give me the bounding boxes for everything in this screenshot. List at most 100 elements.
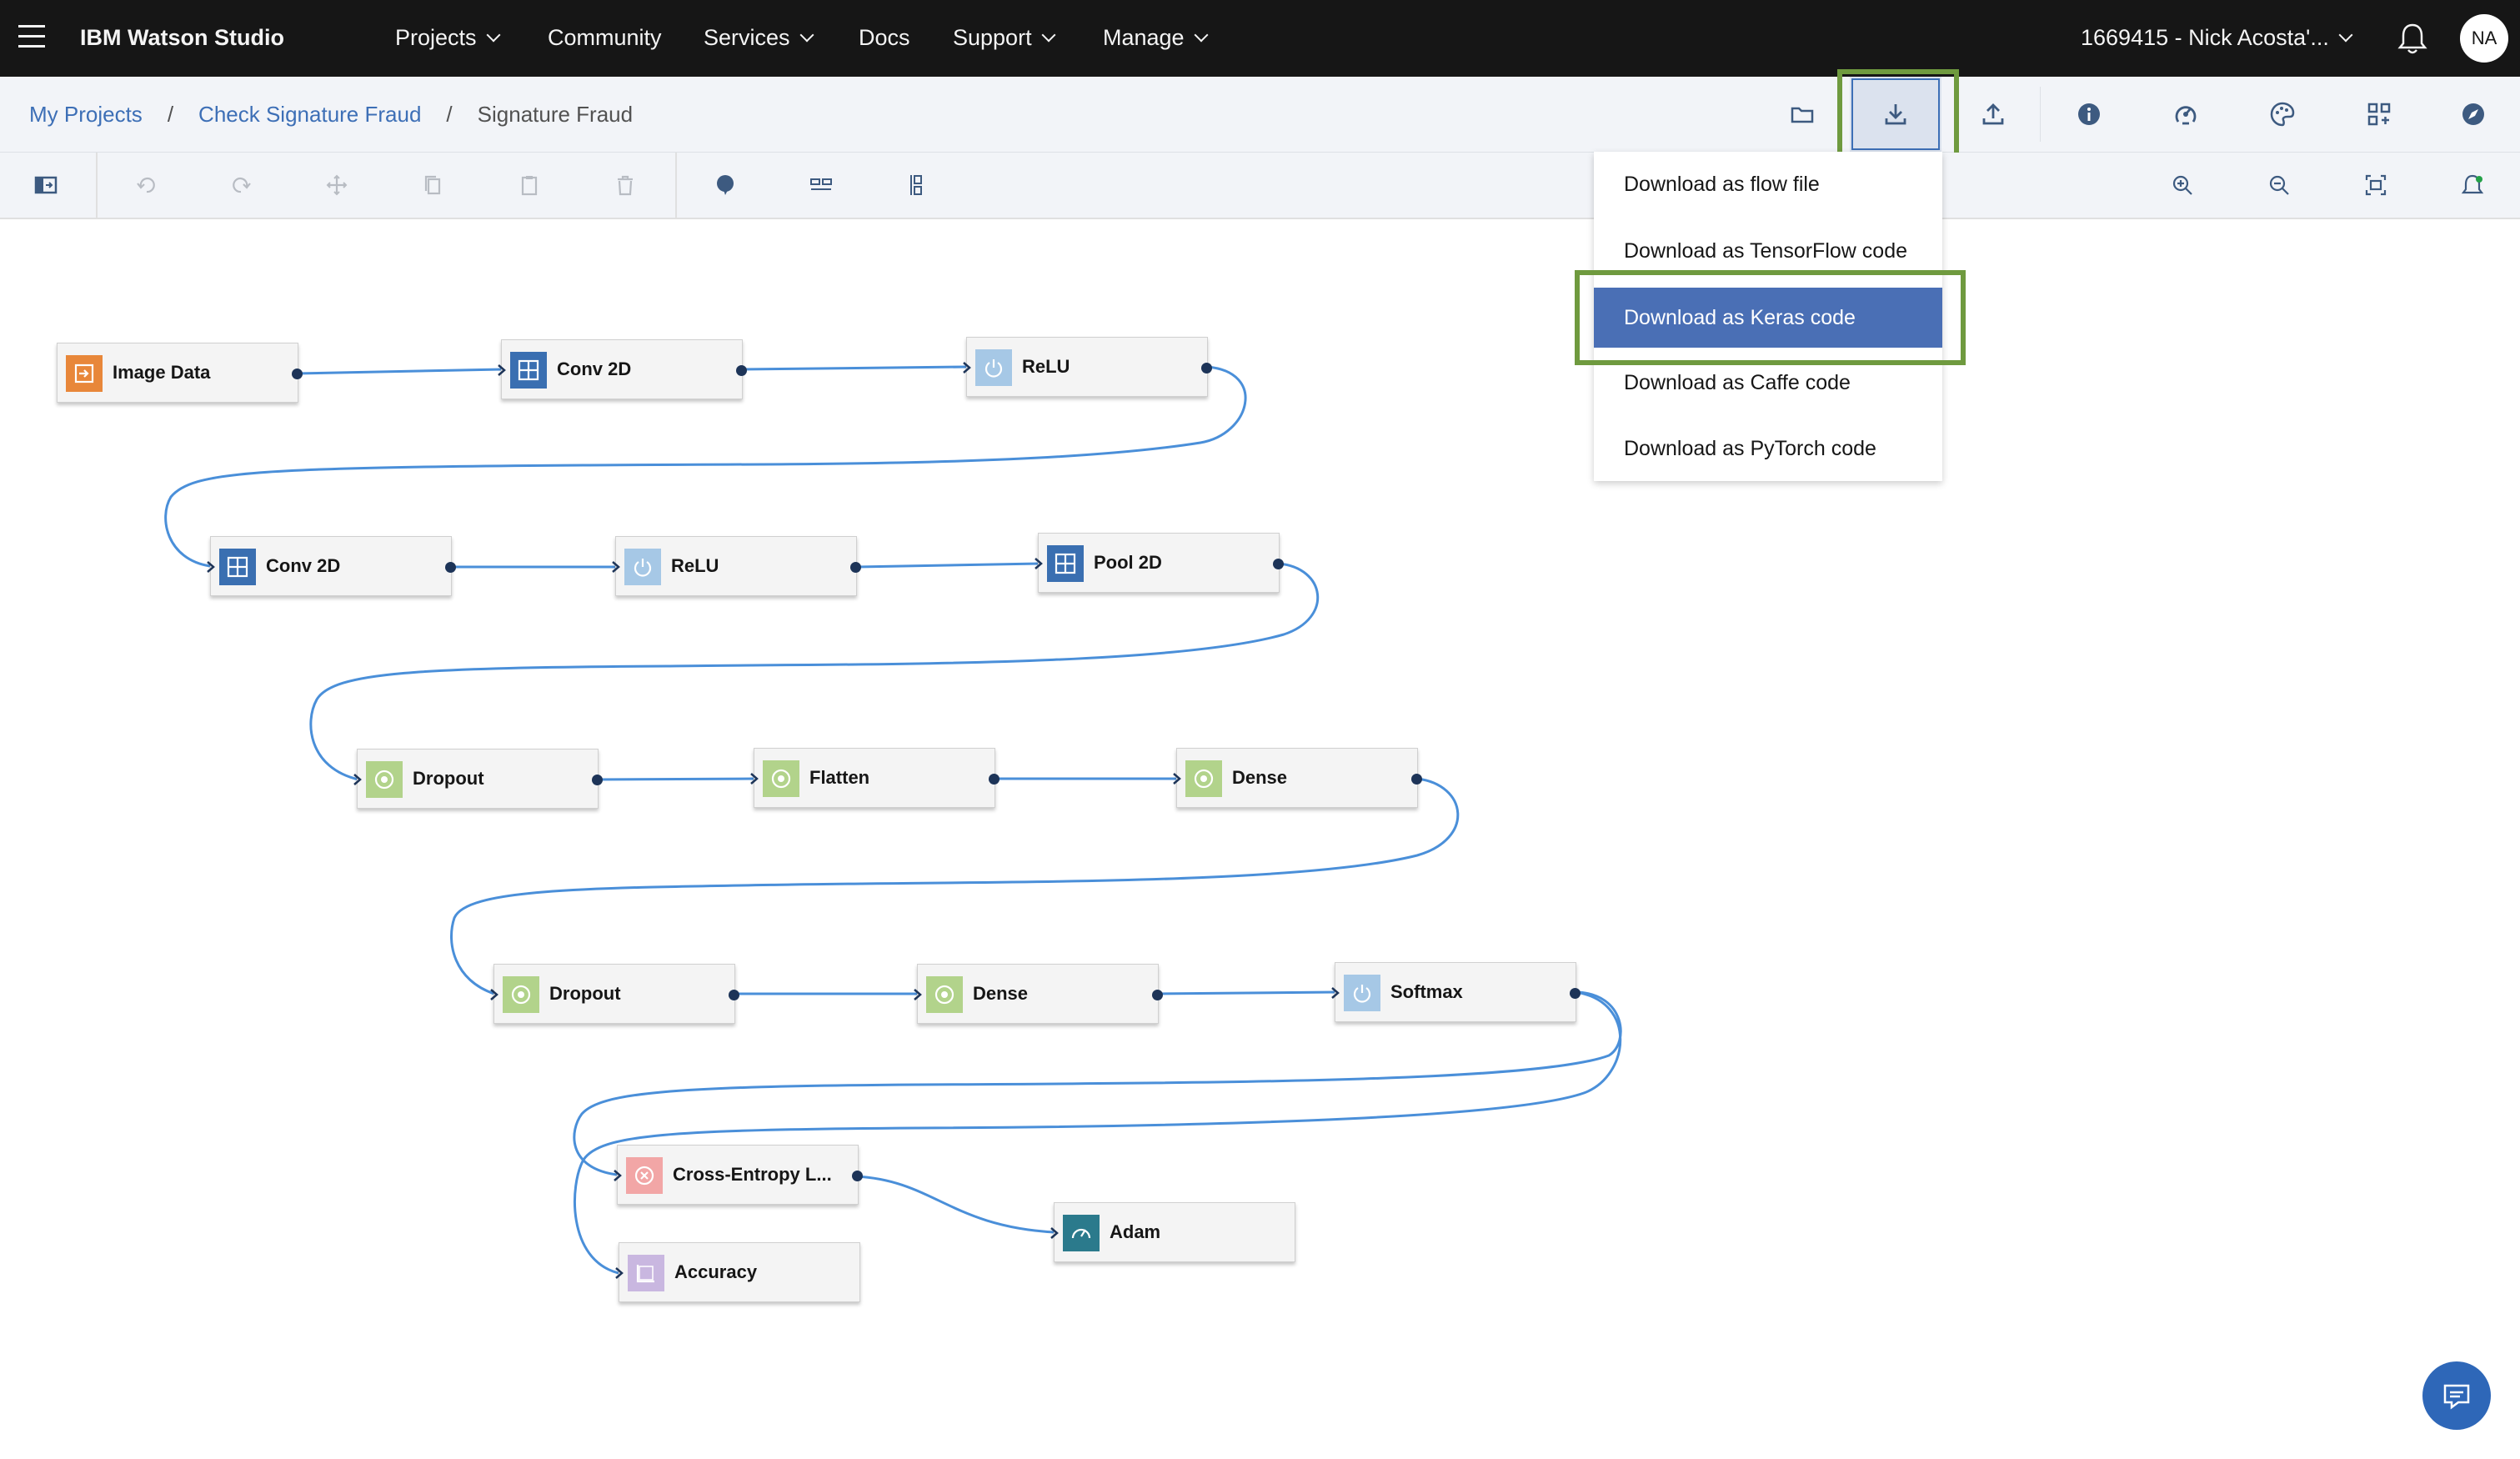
input-port-chevron-icon[interactable] [614,1266,624,1280]
breadcrumb-my-projects[interactable]: My Projects [29,102,143,127]
flow-node[interactable]: Image Data [57,343,303,403]
undo-button[interactable] [113,153,180,218]
toggle-palette-button[interactable] [13,153,79,218]
palette-button[interactable] [2237,77,2328,152]
convolution-icon [510,352,547,389]
nav-services[interactable]: Services [704,25,814,51]
hyperparameter-icon [2175,106,2197,125]
flow-node[interactable]: ReLU [612,536,861,596]
comment-icon [717,175,734,195]
input-port-chevron-icon[interactable] [489,988,499,1001]
output-port[interactable] [1152,990,1163,1000]
notifications-icon [2461,174,2484,194]
output-port[interactable] [592,775,603,785]
input-port-chevron-icon[interactable] [1034,557,1044,570]
output-port[interactable] [1411,774,1422,785]
arrange-vertical-icon [910,175,922,195]
input-port-chevron-icon[interactable] [1172,772,1182,785]
convolution-icon [219,549,256,585]
breadcrumb-project[interactable]: Check Signature Fraud [198,102,422,127]
nav-docs[interactable]: Docs [859,25,910,51]
input-port-chevron-icon[interactable] [353,773,363,786]
download-button[interactable] [1850,77,1941,152]
menu-item-download-keras[interactable]: Download as Keras code [1594,288,1942,348]
nav-support[interactable]: Support [953,25,1056,51]
flow-node[interactable]: ReLU [963,337,1212,397]
flow-node[interactable]: Dense [1173,748,1422,808]
nav-community[interactable]: Community [548,25,662,51]
flow-canvas[interactable] [0,218,2520,1459]
output-port[interactable] [850,562,861,573]
input-port-chevron-icon[interactable] [611,560,621,574]
menu-item-download-caffe[interactable]: Download as Caffe code [1624,370,1851,394]
flow-node[interactable]: Conv 2D [498,339,747,399]
output-port[interactable] [729,990,739,1000]
chat-button[interactable] [2422,1361,2491,1430]
input-port-chevron-icon[interactable] [206,560,216,574]
input-port-chevron-icon[interactable] [749,772,759,785]
flow-node[interactable]: Pool 2D [1035,533,1284,593]
fit-to-screen-button[interactable] [2342,153,2409,218]
output-port[interactable] [1201,363,1212,374]
arrange-horizontal-button[interactable] [788,153,854,218]
flow-node[interactable]: Dropout [353,749,603,809]
zoom-out-button[interactable] [2246,153,2312,218]
output-port[interactable] [852,1171,863,1181]
input-port-chevron-icon[interactable] [1050,1226,1060,1240]
copy-button[interactable] [400,153,467,218]
link [573,990,1622,1275]
flow-node[interactable]: Dense [914,964,1163,1024]
top-header: IBM Watson Studio Projects Community Ser… [0,0,2520,77]
flow-node[interactable]: Cross-Entropy L... [614,1145,863,1205]
product-name[interactable]: IBM Watson Studio [80,25,284,50]
account-label: 1669415 - Nick Acosta'... [2081,25,2329,50]
input-port-chevron-icon[interactable] [913,988,923,1001]
account-switcher[interactable]: 1669415 - Nick Acosta'... [2081,25,2353,51]
menu-item-download-pytorch[interactable]: Download as PyTorch code [1624,436,1876,460]
nav-projects[interactable]: Projects [395,25,501,51]
menu-icon[interactable] [18,25,45,48]
link [1158,990,1336,995]
flow-node[interactable]: Conv 2D [207,536,456,596]
info-button[interactable] [2043,77,2135,152]
menu-item-download-flow[interactable]: Download as flow file [1624,172,1820,196]
comment-button[interactable] [692,153,759,218]
hyperparameters-button[interactable] [2140,77,2232,152]
delete-button[interactable] [592,153,659,218]
redo-button[interactable] [208,153,274,218]
flow-node[interactable]: Accuracy [615,1242,860,1302]
output-port[interactable] [292,369,303,379]
upload-button[interactable] [1947,77,2039,152]
flow-node[interactable]: Dropout [490,964,739,1024]
canvas-notifications-button[interactable] [2439,153,2506,218]
output-port[interactable] [736,365,747,376]
input-port-chevron-icon[interactable] [962,361,972,374]
node-label: Softmax [1390,981,1463,1002]
menu-item-download-tensorflow[interactable]: Download as TensorFlow code [1624,238,1908,263]
link [739,365,968,371]
avatar[interactable]: NA [2460,14,2508,63]
flow-node[interactable]: Softmax [1331,962,1581,1022]
flow-node[interactable]: Flatten [750,748,999,808]
node-label: ReLU [1022,356,1070,377]
arrange-vertical-button[interactable] [884,153,950,218]
move-button[interactable] [303,153,370,218]
notification-bell-icon[interactable] [2397,22,2427,59]
input-port-chevron-icon[interactable] [1330,986,1340,1000]
output-port[interactable] [1273,559,1284,569]
layout-button[interactable] [2333,77,2425,152]
input-port-chevron-icon[interactable] [613,1169,623,1182]
output-port[interactable] [445,562,456,573]
nav-manage[interactable]: Manage [1103,25,1209,51]
compass-button[interactable] [2427,77,2519,152]
input-port-chevron-icon[interactable] [497,363,507,377]
open-folder-button[interactable] [1756,77,1848,152]
output-port[interactable] [989,774,999,785]
info-icon [2078,103,2100,125]
paste-button[interactable] [496,153,563,218]
flow-node[interactable]: Adam [1050,1202,1295,1262]
flow-links [164,365,1622,1275]
output-port[interactable] [1570,988,1581,999]
node-label: Dropout [413,768,484,789]
zoom-in-button[interactable] [2149,153,2216,218]
